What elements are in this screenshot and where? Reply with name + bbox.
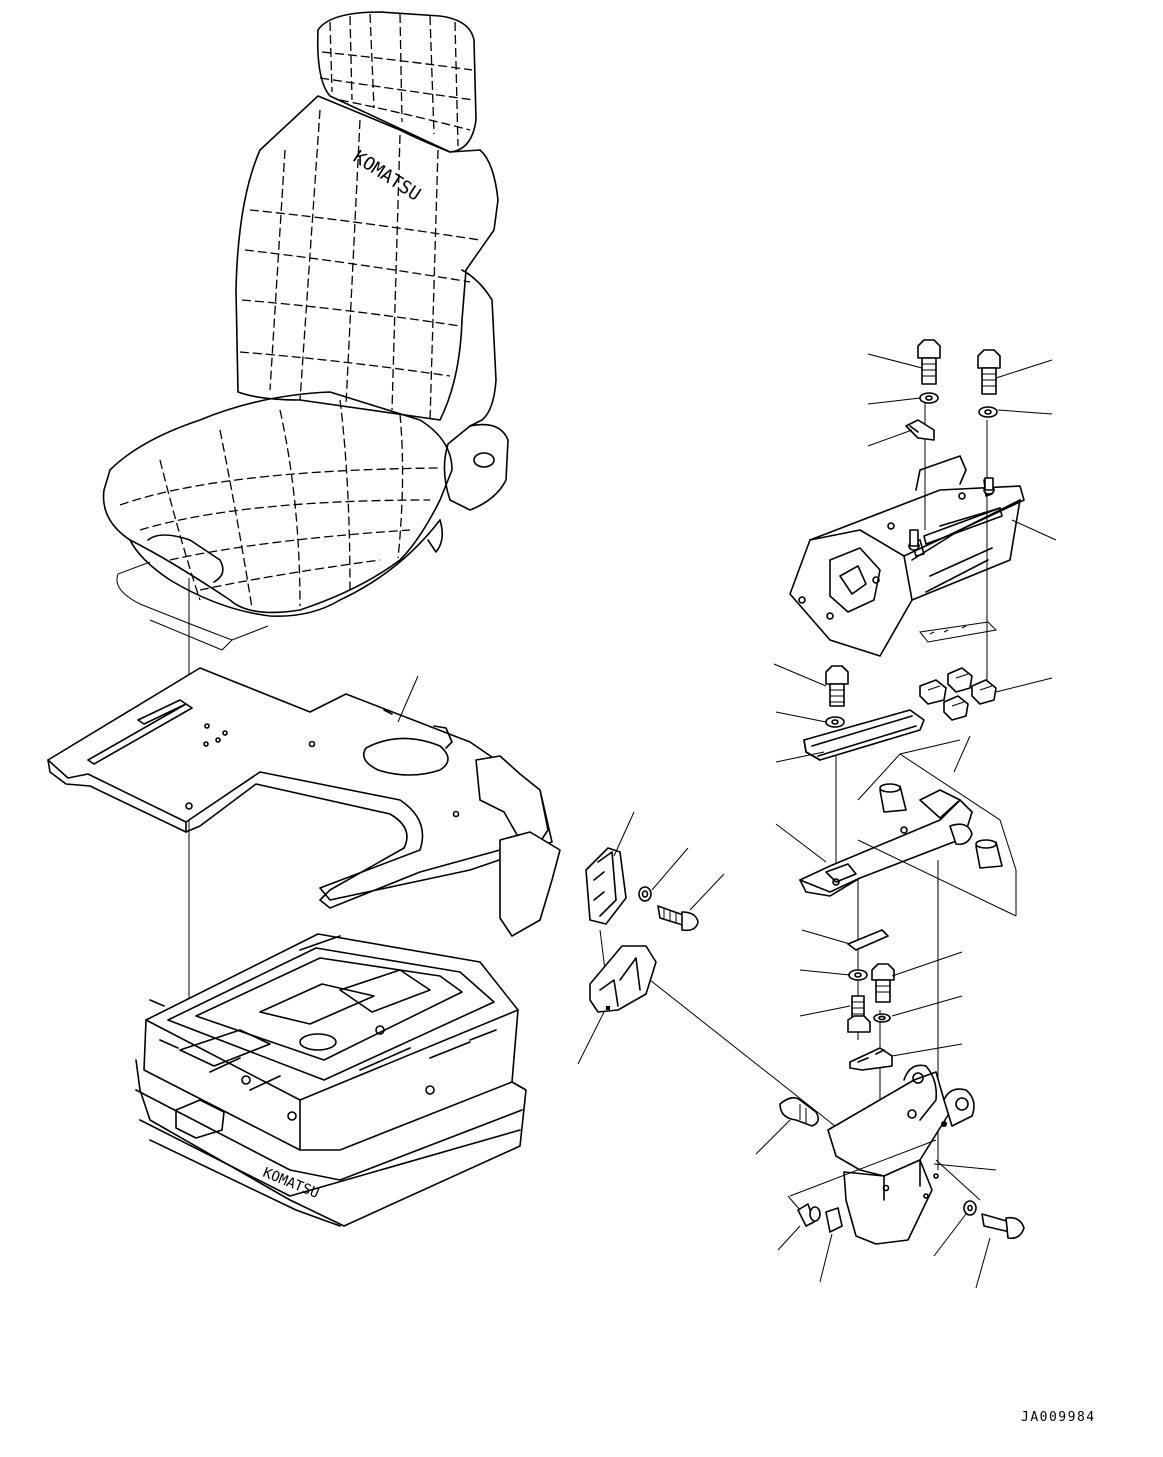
fasteners-lower [848, 930, 894, 1070]
lower-bracket [780, 1065, 1024, 1244]
callout-leader-lines [398, 354, 1056, 1288]
seat-logo-text: KOMATSU [349, 147, 424, 206]
drawing-number: JA009984 [1021, 1410, 1096, 1425]
rubber-blocks [920, 668, 996, 720]
slide-rail-assembly [800, 666, 1016, 916]
armrest-console-housing [790, 456, 1024, 656]
seat-suspension-base: KOMATSU [136, 934, 526, 1226]
seat-mounting-plate [48, 668, 560, 936]
console-bracket-parts [586, 848, 698, 1012]
operator-seat: KOMATSU [104, 12, 508, 650]
fasteners-upper [906, 340, 1000, 550]
